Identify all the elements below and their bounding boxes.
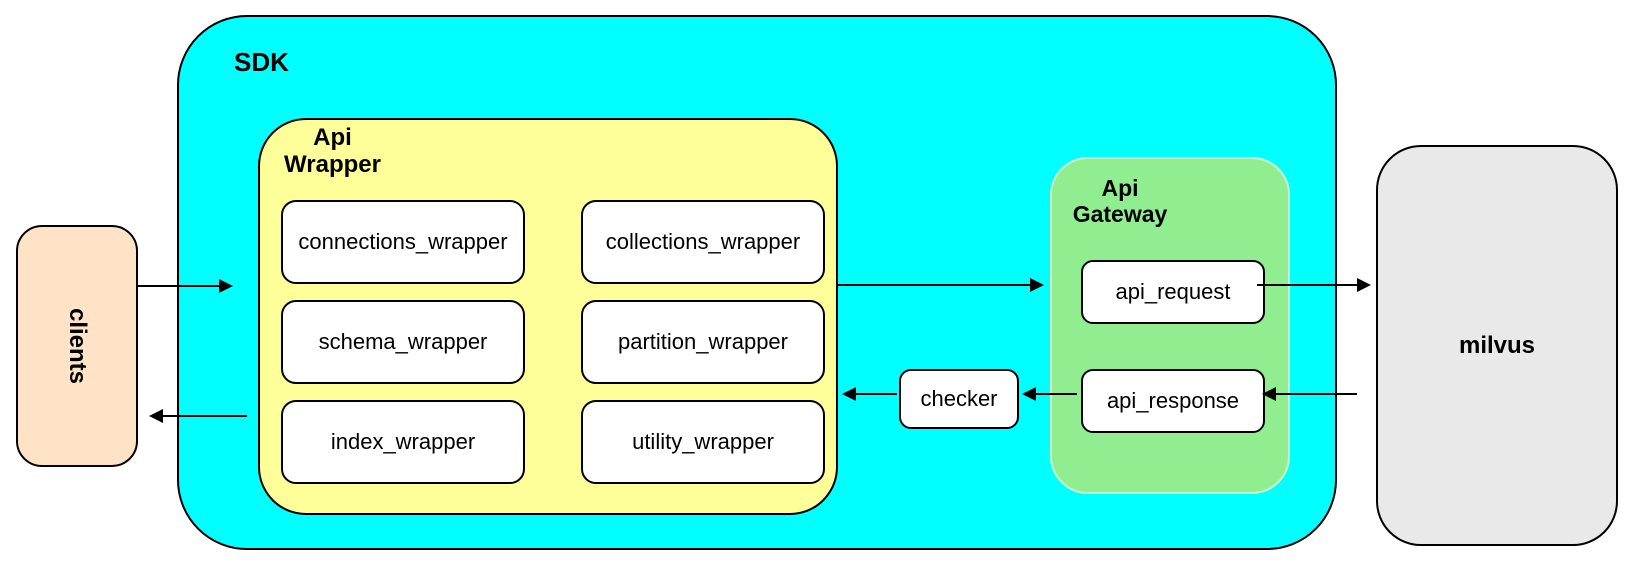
arrow-milvus-to-response xyxy=(1262,387,1357,401)
api-response-box: api_response xyxy=(1081,369,1265,433)
arrow-checker-to-wrapper xyxy=(842,387,897,401)
sdk-label: SDK xyxy=(234,47,289,77)
connections-wrapper-box: connections_wrapper xyxy=(281,200,525,284)
api-gateway-box: Api Gateway api_request api_response xyxy=(1050,157,1290,494)
api-wrapper-label-line2: Wrapper xyxy=(284,151,381,178)
api-wrapper-label: Api Wrapper xyxy=(270,124,395,178)
index-wrapper-box: index_wrapper xyxy=(281,400,525,484)
clients-label: clients xyxy=(64,307,91,385)
api-gateway-label: Api Gateway xyxy=(1064,175,1176,227)
collections-wrapper-box: collections_wrapper xyxy=(581,200,825,284)
clients-box: clients xyxy=(16,225,138,467)
arrow-response-to-checker xyxy=(1022,387,1077,401)
sdk-box: SDK Api Wrapper connections_wrapper coll… xyxy=(177,15,1337,550)
api-gateway-label-line1: Api xyxy=(1101,175,1139,201)
api-request-box: api_request xyxy=(1081,260,1265,324)
milvus-box: milvus xyxy=(1376,145,1618,546)
arrow-clients-to-sdk xyxy=(138,279,233,293)
api-wrapper-label-line1: Api xyxy=(313,124,352,151)
arrow-wrapper-to-gateway xyxy=(838,278,1044,292)
schema-wrapper-box: schema_wrapper xyxy=(281,300,525,384)
checker-box: checker xyxy=(899,369,1019,429)
api-gateway-label-line2: Gateway xyxy=(1072,201,1168,227)
api-wrapper-box: Api Wrapper connections_wrapper collecti… xyxy=(258,118,838,515)
utility-wrapper-box: utility_wrapper xyxy=(581,400,825,484)
partition-wrapper-box: partition_wrapper xyxy=(581,300,825,384)
arrow-request-to-milvus xyxy=(1257,278,1371,292)
arrow-sdk-to-clients xyxy=(149,409,247,423)
